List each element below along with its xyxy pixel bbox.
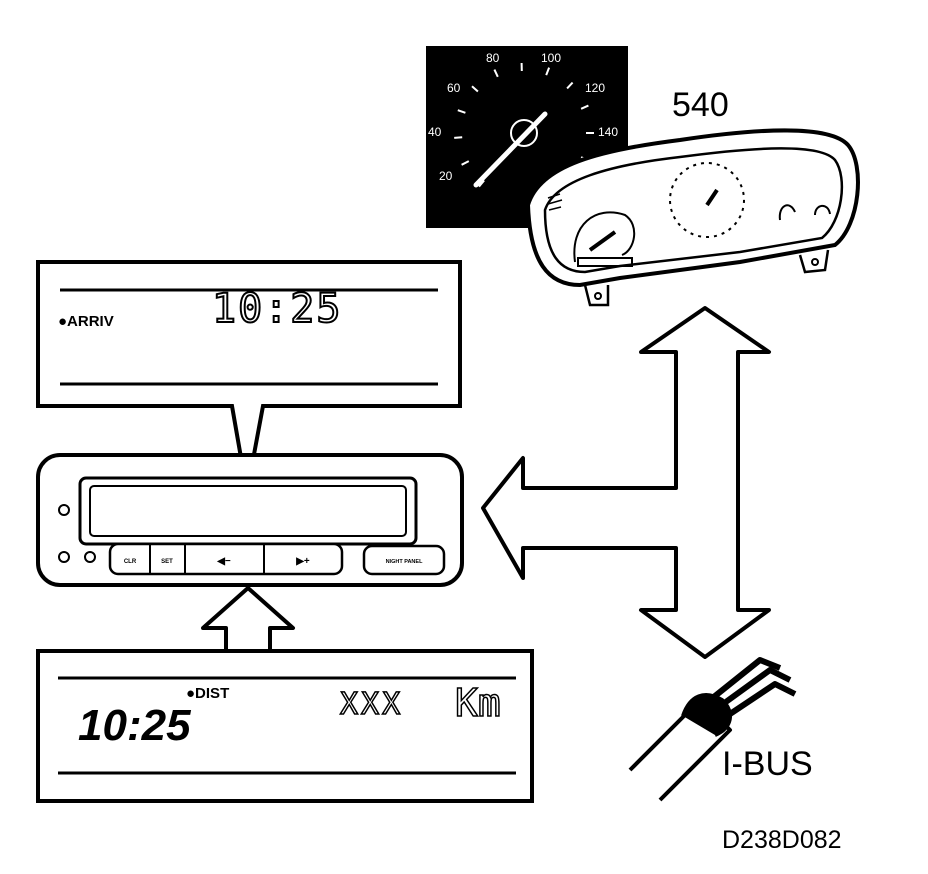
cluster-fuel-gauge — [778, 204, 796, 221]
bottom-display-frame — [36, 649, 534, 803]
figure-code: D238D082 — [722, 826, 842, 854]
speedometer-needle — [473, 111, 548, 188]
cluster-warning-strip — [577, 257, 633, 267]
cluster-tachometer-dial — [573, 211, 636, 263]
speedometer-tick — [471, 85, 479, 93]
cluster-temp-gauge — [814, 204, 831, 216]
speedometer-tick — [545, 67, 551, 76]
top-display-frame — [36, 260, 462, 493]
sid-light-sensor — [58, 504, 70, 516]
cluster-label: 540 — [672, 86, 729, 124]
arrival-time: 10:25 — [212, 286, 342, 332]
cluster-mount-hole — [811, 258, 819, 266]
arrow-up-icon — [201, 586, 295, 654]
cluster-tachometer-needle — [588, 230, 617, 252]
speedometer-tick — [478, 179, 485, 188]
speedometer-tick — [461, 160, 470, 166]
cluster-mount-hole — [594, 292, 602, 300]
distance-unit: Km — [455, 681, 501, 725]
speedometer-tick — [580, 104, 589, 110]
speed-tick-label: 80 — [486, 51, 500, 65]
speedometer-tick — [493, 69, 499, 78]
speed-tick-label: 100 — [541, 51, 561, 65]
cluster-face — [543, 147, 844, 274]
speedometer-tick-marks — [454, 62, 594, 188]
speedometer-tick — [454, 136, 463, 139]
sid-button-minus[interactable]: ◀− — [216, 556, 231, 567]
sid-led — [58, 551, 70, 563]
speed-tick-label: 140 — [598, 125, 618, 139]
speedometer-hub — [510, 119, 538, 147]
sid-screen — [89, 485, 407, 537]
sid-button-set[interactable]: SET — [161, 559, 173, 565]
cluster-speedometer-needle — [705, 188, 719, 207]
speed-tick-label: 40 — [428, 125, 442, 139]
sid-button-group — [108, 542, 344, 576]
cluster-mount-left — [583, 284, 610, 307]
sid-led — [84, 551, 96, 563]
instrument-cluster — [525, 128, 860, 307]
bus-communication-arrows-icon — [481, 306, 771, 659]
ibus-label: I-BUS — [722, 745, 813, 783]
speedometer-tick — [457, 109, 466, 114]
top-display-callout: ●ARRIV 10:25 — [36, 260, 462, 493]
ibus-cable-icon — [628, 657, 797, 802]
sid-night-panel-button-frame — [362, 544, 446, 576]
speedometer-closeup: 20 40 60 80 100 120 140 — [426, 46, 628, 228]
bottom-clock-time: 10:25 — [78, 701, 191, 750]
distance-indicator: ●DIST — [186, 685, 229, 702]
speed-tick-label: 20 — [439, 169, 453, 183]
sid-button-plus[interactable]: ▶+ — [295, 556, 310, 567]
sid-unit: CLR SET ◀− ▶+ NIGHT PANEL — [36, 453, 464, 587]
speed-tick-label: 60 — [447, 81, 461, 95]
sid-button-night-panel[interactable]: NIGHT PANEL — [386, 559, 424, 565]
sid-button-clr[interactable]: CLR — [124, 559, 137, 565]
cluster-mount-right — [798, 249, 830, 274]
speedometer-tick — [566, 81, 574, 90]
cluster-scale-marks — [547, 193, 563, 211]
cable-wire — [716, 681, 797, 725]
cable-wire — [710, 667, 792, 715]
speed-tick-label: 120 — [585, 81, 605, 95]
cluster-speedometer-dial — [669, 162, 745, 238]
arrival-indicator: ●ARRIV — [58, 313, 114, 330]
distance-value: XXX — [340, 687, 403, 722]
speedometer-tick-labels: 20 40 60 80 100 120 140 — [428, 51, 618, 183]
bottom-display: 10:25 ●DIST XXX Km — [36, 649, 534, 803]
cable-wire — [703, 657, 782, 707]
